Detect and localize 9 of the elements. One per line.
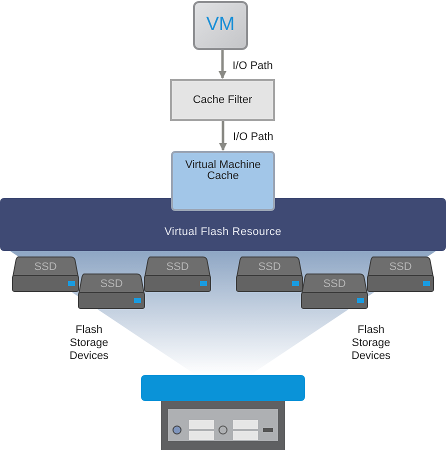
arrow <box>218 50 226 79</box>
device-label: Flash Storage Devices <box>350 324 392 363</box>
process-box: Cache Filter <box>170 79 275 121</box>
resource-band: Virtual Flash Resource <box>0 198 446 251</box>
cache-box: Virtual Machine Cache <box>171 151 275 211</box>
arrow <box>219 121 227 151</box>
vm-box: VM <box>193 1 248 50</box>
host-bar <box>141 375 305 401</box>
device-label: Flash Storage Devices <box>68 324 110 363</box>
